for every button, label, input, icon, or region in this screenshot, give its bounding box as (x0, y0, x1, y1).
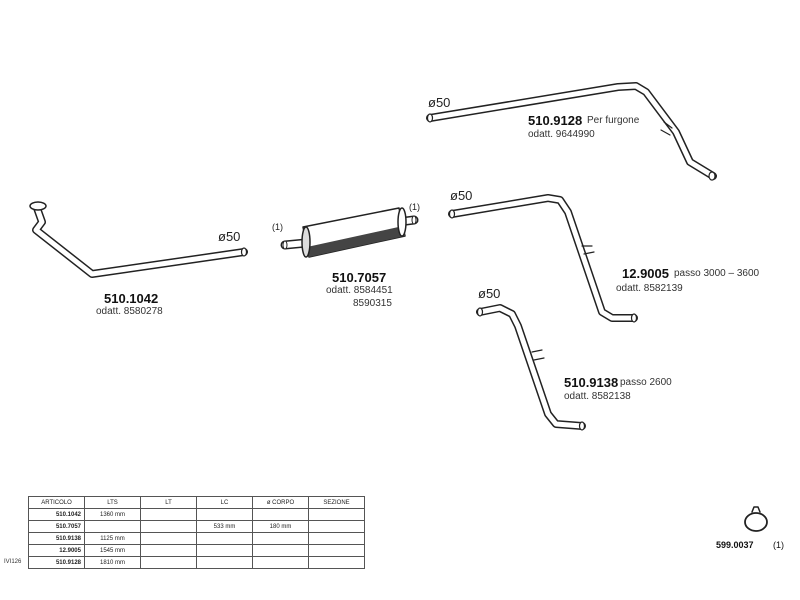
cell-sezione (308, 520, 365, 533)
cell-articolo: 510.9128 (28, 556, 85, 569)
cell-lts: 1810 mm (84, 556, 141, 569)
cell-articolo: 510.7057 (28, 520, 85, 533)
cell-lc (196, 556, 253, 569)
table-row: 510.9138 1125 mm (28, 532, 365, 545)
cell-lt (140, 532, 197, 545)
clamp-mark: (1) (773, 540, 784, 550)
front-pipe-code: 510.1042 (104, 291, 159, 306)
van-pipe-ref: odatt. 9644990 (528, 129, 595, 140)
clamp-code: 599.0037 (716, 540, 754, 550)
header-articolo: ARTICOLO (28, 496, 85, 509)
cell-corpo (252, 556, 309, 569)
cell-articolo: 510.1042 (28, 508, 85, 521)
cell-sezione (308, 532, 365, 545)
spec-table: ARTICOLO LTS LT LC ø CORPO SEZIONE 510.1… (28, 496, 365, 569)
muffler-mark-right: (1) (409, 202, 420, 212)
cell-lts (84, 520, 141, 533)
cell-corpo (252, 508, 309, 521)
short-pipe-code: 510.9138 (564, 375, 619, 390)
long-pipe-desc: passo 3000 – 3600 (674, 268, 760, 279)
cell-lc (196, 532, 253, 545)
short-pipe-diameter: ø50 (478, 286, 501, 301)
table-row: 510.9128 1810 mm (28, 556, 365, 569)
cell-lts: 1545 mm (84, 544, 141, 557)
cell-corpo (252, 532, 309, 545)
short-pipe-drawing (476, 304, 586, 431)
long-pipe-code: 12.9005 (622, 266, 669, 281)
front-pipe-ref: odatt. 8580278 (96, 306, 163, 317)
van-pipe-code: 510.9128 (528, 113, 583, 128)
cell-lt (140, 520, 197, 533)
header-corpo: ø CORPO (252, 496, 309, 509)
cell-corpo (252, 544, 309, 557)
long-pipe-ref: odatt. 8582139 (616, 283, 683, 294)
muffler-code: 510.7057 (332, 270, 387, 285)
cell-lc (196, 508, 253, 521)
header-lt: LT (140, 496, 197, 509)
van-pipe-desc: Per furgone (587, 115, 640, 126)
cell-sezione (308, 508, 365, 521)
cell-corpo: 180 mm (252, 520, 309, 533)
cell-sezione (308, 544, 365, 557)
van-pipe-diameter: ø50 (428, 95, 451, 110)
van-pipe-drawing (426, 82, 717, 181)
table-row: 510.1042 1360 mm (28, 508, 365, 521)
cell-lt (140, 508, 197, 521)
cell-sezione (308, 556, 365, 569)
muffler-ref-2: 8590315 (353, 298, 392, 309)
long-pipe-diameter: ø50 (450, 188, 473, 203)
short-pipe-desc: passo 2600 (620, 377, 672, 388)
header-lc: LC (196, 496, 253, 509)
side-code: IVI126 (4, 559, 22, 565)
long-pipe-drawing (448, 194, 638, 323)
table-row: 12.9005 1545 mm (28, 544, 365, 557)
cell-lt (140, 544, 197, 557)
front-pipe-drawing (29, 201, 248, 278)
clamp-drawing (744, 506, 768, 532)
cell-lc: 533 mm (196, 520, 253, 533)
header-lts: LTS (84, 496, 141, 509)
muffler-ref-1: odatt. 8584451 (326, 285, 393, 296)
cell-lts: 1360 mm (84, 508, 141, 521)
table-row: 510.7057 533 mm 180 mm (28, 520, 365, 533)
muffler-drawing (280, 207, 419, 258)
cell-lt (140, 556, 197, 569)
cell-lc (196, 544, 253, 557)
header-sezione: SEZIONE (308, 496, 365, 509)
cell-lts: 1125 mm (84, 532, 141, 545)
spec-table-header: ARTICOLO LTS LT LC ø CORPO SEZIONE (28, 496, 365, 509)
cell-articolo: 510.9138 (28, 532, 85, 545)
muffler-mark-left: (1) (272, 222, 283, 232)
cell-articolo: 12.9005 (28, 544, 85, 557)
front-pipe-diameter: ø50 (218, 229, 241, 244)
short-pipe-ref: odatt. 8582138 (564, 391, 631, 402)
